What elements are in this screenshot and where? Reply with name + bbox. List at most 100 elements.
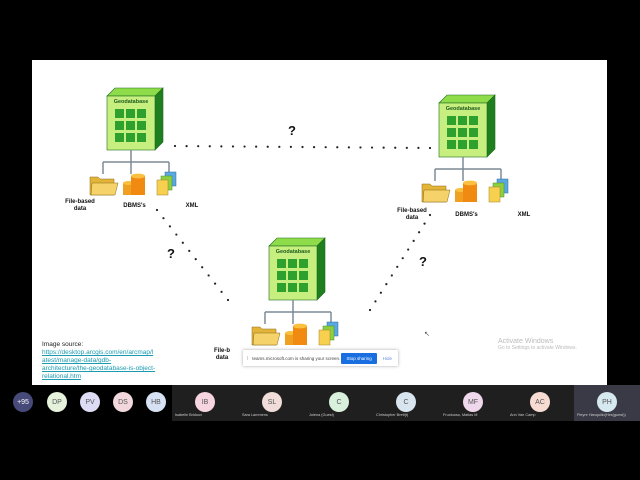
image-source-link[interactable]: relational.htm [42, 373, 82, 380]
dotted-connector [155, 208, 159, 212]
participant-avatar: PH [597, 392, 617, 412]
participant-avatar[interactable]: HB [146, 392, 166, 412]
table-grid-cell [447, 116, 456, 125]
folder-icon [90, 182, 119, 196]
database-icon [131, 176, 145, 195]
folder-icon [422, 189, 451, 203]
table-grid-cell [126, 121, 135, 130]
table-grid-cell [447, 140, 456, 149]
dotted-connector [197, 145, 200, 148]
participant-avatar[interactable]: DP [47, 392, 67, 412]
dotted-connector [428, 146, 432, 150]
database-icon [463, 183, 477, 202]
database-icon [463, 180, 477, 186]
more-participants-button[interactable]: +95 [13, 392, 33, 412]
dotted-connector [428, 213, 432, 217]
geodatabase-unit: Geodatabase [89, 87, 177, 196]
dotted-connector [359, 146, 362, 149]
participant-name: Sara Lammens [242, 413, 268, 417]
dotted-connector [289, 145, 293, 149]
dotted-connector [162, 217, 165, 220]
dotted-connector [407, 248, 410, 251]
table-grid-cell [299, 259, 308, 268]
table-grid-cell [277, 283, 286, 292]
dotted-connector [370, 146, 374, 149]
label-xml: XML [185, 203, 199, 209]
xml-document-icon [156, 179, 169, 196]
table-grid-cell [115, 109, 124, 118]
image-source-link[interactable]: architecture/the-geodatabase-is-object- [42, 365, 156, 372]
table-grid-cell [115, 133, 124, 142]
dotted-connector [401, 257, 404, 260]
image-source-link[interactable]: https://desktop.arcgis.com/en/arcmap/l [42, 349, 154, 356]
dotted-connector [220, 145, 223, 148]
participant-name: Isabelle Bridoux [175, 413, 203, 417]
dotted-connector [390, 274, 393, 277]
dotted-connector [181, 241, 184, 244]
participant-avatar[interactable]: PV [80, 392, 100, 412]
dotted-connector [417, 231, 421, 234]
dotted-connector [405, 146, 408, 149]
database-icon [123, 183, 134, 195]
table-grid-cell [137, 109, 146, 118]
participant-name: Christopher Brett(t) [376, 413, 409, 417]
dotted-connector [226, 298, 230, 302]
dotted-connector [379, 291, 383, 294]
dotted-connector [368, 308, 372, 312]
xml-document-icon [318, 329, 331, 346]
dotted-connector [188, 249, 191, 253]
image-source-link[interactable]: atest/manage-data/gdb- [42, 357, 112, 364]
table-grid-cell [458, 116, 467, 125]
dotted-connector [213, 282, 217, 285]
dotted-connector [382, 146, 385, 149]
participant-avatar[interactable]: DS [113, 392, 133, 412]
table-grid-cell [288, 283, 297, 292]
label-xml: XML [517, 212, 531, 218]
dotted-connector [173, 144, 177, 148]
label-file-based: File-b data [214, 348, 230, 361]
hide-button[interactable]: Hide [382, 355, 392, 361]
image-source-label: Image source: [42, 341, 84, 348]
question-mark: ? [419, 254, 427, 269]
dotted-connector [168, 225, 172, 228]
watermark-title: Activate Windows [498, 338, 554, 345]
dotted-connector [347, 146, 350, 149]
participant-avatar: C [329, 392, 349, 412]
table-grid-cell [469, 116, 478, 125]
geodatabase-unit: Geodatabase [251, 237, 339, 346]
table-grid-cell [299, 283, 308, 292]
dotted-connector [278, 145, 281, 148]
cube-side [154, 87, 164, 151]
dotted-connector [255, 145, 258, 148]
dotted-connector [208, 145, 211, 148]
cube-side [486, 94, 496, 158]
table-grid-cell [288, 271, 297, 280]
dotted-connector [324, 146, 327, 149]
dotted-connector [220, 290, 223, 293]
table-grid-cell [277, 259, 286, 268]
database-icon [293, 326, 307, 345]
label-dbms: DBMS's [455, 212, 478, 218]
stop-sharing-button[interactable]: Stop sharing [341, 352, 377, 364]
xml-document-icon [488, 186, 501, 203]
activate-windows-watermark: Activate Windows Go to Settings to activ… [498, 338, 577, 351]
drag-handle-icon[interactable]: ⁞ [247, 355, 249, 361]
mouse-cursor-icon: ↖ [424, 331, 430, 338]
dotted-connector [423, 222, 426, 225]
table-grid-cell [277, 271, 286, 280]
geodatabase-title: Geodatabase [446, 106, 481, 112]
table-grid-cell [288, 259, 297, 268]
dotted-connector [175, 233, 178, 236]
cube-top [438, 94, 496, 104]
geodatabase-unit: Geodatabase [421, 94, 509, 203]
database-icon [455, 190, 466, 202]
cube-top [268, 237, 326, 247]
dotted-connector [231, 145, 235, 148]
